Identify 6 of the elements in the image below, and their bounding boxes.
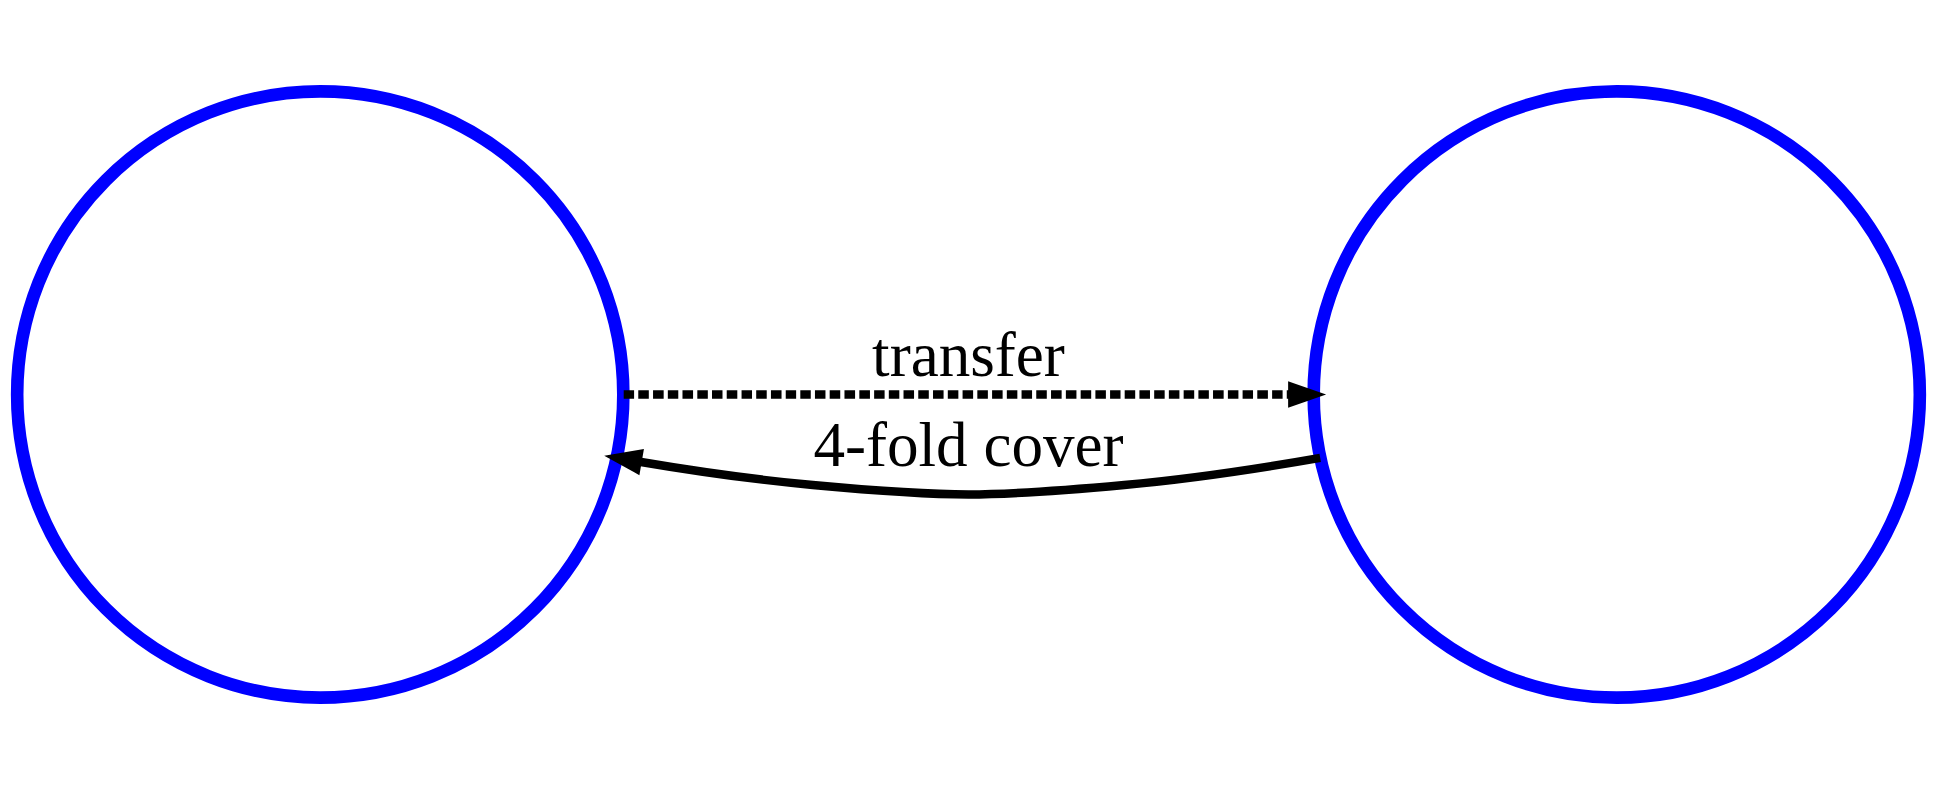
arrow [623,380,1327,408]
arrow [604,448,1321,499]
node-circle [1307,84,1927,704]
node-circle [10,84,630,704]
edge-label: transfer [872,319,1065,390]
edge-label: 4-fold cover [813,409,1124,480]
